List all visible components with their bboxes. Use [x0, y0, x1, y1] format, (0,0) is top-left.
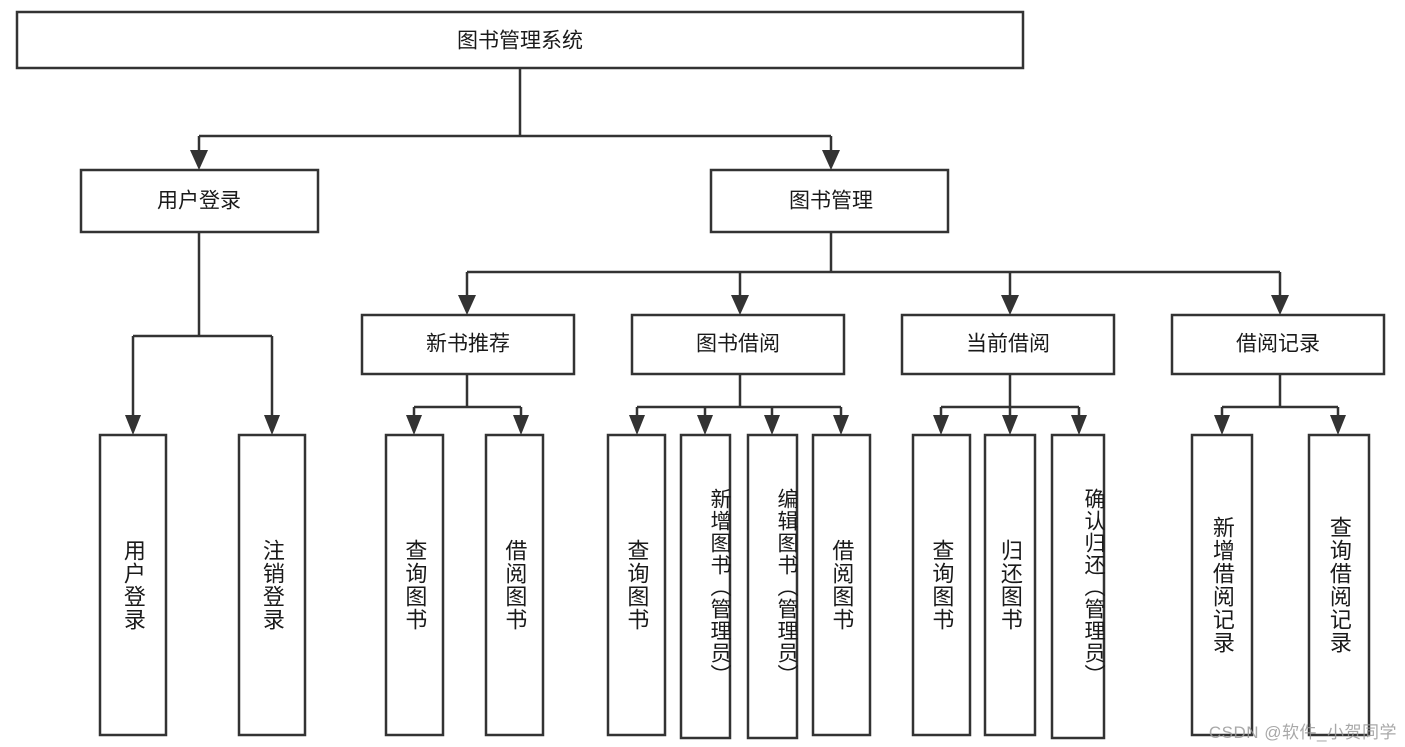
node-box-leaf-query-book-3[interactable] — [911, 433, 972, 737]
node-box-leaf-logout-login[interactable] — [237, 433, 307, 737]
label-root: 图书管理系统 — [457, 30, 583, 53]
arrow-head-leaf-add-book — [697, 415, 713, 435]
arrow-head-leaf-borrow-book-1 — [513, 415, 529, 435]
label-book-management: 图书管理 — [789, 190, 873, 213]
node-box-leaf-query-book-1[interactable] — [384, 433, 445, 737]
connector-group-current-borrow — [933, 374, 1087, 435]
connector-group-new-book-recommend — [406, 374, 529, 435]
arrow-head-leaf-add-borrow-record — [1214, 415, 1230, 435]
node-box-root[interactable] — [15, 10, 1025, 70]
label-new-book-recommend: 新书推荐 — [426, 333, 510, 356]
arrow-head-leaf-confirm-return — [1071, 415, 1087, 435]
node-box-leaf-borrow-book-1[interactable] — [484, 433, 545, 737]
arrow-head-leaf-user-login — [125, 415, 141, 435]
connector-group-book-borrow — [629, 374, 849, 435]
arrow-head-user-login — [190, 150, 208, 170]
node-box-leaf-return-book[interactable] — [983, 433, 1037, 737]
node-box-current-borrow[interactable] — [900, 313, 1116, 376]
node-box-leaf-add-book[interactable] — [679, 433, 732, 740]
connector-group-book-management — [458, 232, 1289, 315]
arrow-head-book-management — [822, 150, 840, 170]
node-box-leaf-query-book-2[interactable] — [606, 433, 667, 737]
arrow-head-leaf-query-book-1 — [406, 415, 422, 435]
label-borrow-record: 借阅记录 — [1236, 333, 1320, 356]
label-current-borrow: 当前借阅 — [966, 333, 1050, 356]
node-box-book-borrow[interactable] — [630, 313, 846, 376]
arrow-head-leaf-edit-book — [764, 415, 780, 435]
node-box-book-management[interactable] — [709, 168, 950, 234]
arrow-head-leaf-logout-login — [264, 415, 280, 435]
arrow-head-new-book-recommend — [458, 295, 476, 315]
label-user-login: 用户登录 — [157, 190, 241, 213]
label-book-borrow: 图书借阅 — [696, 333, 780, 356]
connector-group-borrow-record — [1214, 374, 1346, 435]
node-box-leaf-borrow-book-2[interactable] — [811, 433, 872, 737]
arrow-head-borrow-record — [1271, 295, 1289, 315]
connector-group-user-login — [125, 232, 280, 435]
arrow-head-leaf-query-book-3 — [933, 415, 949, 435]
arrow-head-leaf-query-book-2 — [629, 415, 645, 435]
node-box-user-login[interactable] — [79, 168, 320, 234]
node-box-borrow-record[interactable] — [1170, 313, 1386, 376]
node-box-leaf-query-borrow-record[interactable] — [1307, 433, 1371, 737]
arrow-head-leaf-borrow-book-2 — [833, 415, 849, 435]
arrow-head-current-borrow — [1001, 295, 1019, 315]
node-box-new-book-recommend[interactable] — [360, 313, 576, 376]
node-box-leaf-confirm-return[interactable] — [1050, 433, 1106, 740]
node-box-leaf-add-borrow-record[interactable] — [1190, 433, 1254, 737]
node-box-leaf-user-login[interactable] — [98, 433, 168, 737]
arrow-head-leaf-return-book — [1002, 415, 1018, 435]
csdn-watermark: CSDN @软件_小贺同学 — [1208, 723, 1397, 742]
arrow-head-leaf-query-borrow-record — [1330, 415, 1346, 435]
node-box-leaf-edit-book[interactable] — [746, 433, 799, 740]
arrow-head-book-borrow — [731, 295, 749, 315]
connector-group-root — [190, 68, 840, 170]
